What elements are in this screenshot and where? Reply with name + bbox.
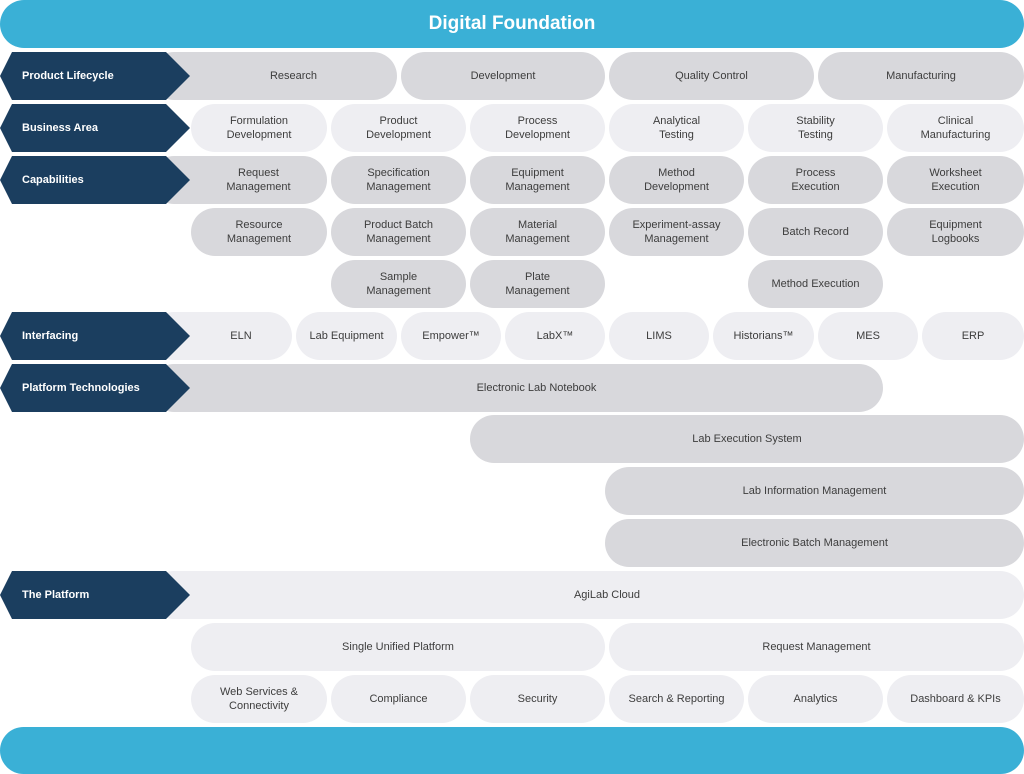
pill-process-execution: Process Execution (748, 156, 883, 204)
pill-labx: LabX™ (505, 312, 605, 360)
pill-electronic-lab-notebook: Electronic Lab Notebook (150, 364, 883, 412)
pill-experiment-assay-management: Experiment-assay Management (609, 208, 744, 256)
pill-request-management: Request Management (150, 156, 327, 204)
pill-dashboard-kpis: Dashboard & KPIs (887, 675, 1024, 723)
pill-equipment-logbooks: Equipment Logbooks (887, 208, 1024, 256)
row-label-text: Capabilities (22, 174, 84, 186)
pill-clinical-manufacturing: Clinical Manufacturing (887, 104, 1024, 152)
pill-manufacturing: Manufacturing (818, 52, 1024, 100)
footer-bar (0, 727, 1024, 774)
pill-lab-execution-system: Lab Execution System (470, 415, 1024, 463)
pill-lab-information-management: Lab Information Management (605, 467, 1024, 515)
pill-material-management: Material Management (470, 208, 605, 256)
pill-process-development: Process Development (470, 104, 605, 152)
row-label-text: Product Lifecycle (22, 70, 114, 82)
pill-stability-testing: Stability Testing (748, 104, 883, 152)
pill-analytical-testing: Analytical Testing (609, 104, 744, 152)
pill-single-unified-platform: Single Unified Platform (191, 623, 605, 671)
pill-security: Security (470, 675, 605, 723)
pill-specification-management: Specification Management (331, 156, 466, 204)
pill-quality-control: Quality Control (609, 52, 814, 100)
pill-plate-management: Plate Management (470, 260, 605, 308)
pill-product-batch-management: Product Batch Management (331, 208, 466, 256)
pill-historians: Historians™ (713, 312, 814, 360)
pill-agilab-cloud: AgiLab Cloud (150, 571, 1024, 619)
pill-formulation-development: Formulation Development (191, 104, 327, 152)
row-label-text: Business Area (22, 122, 99, 134)
pill-method-development: Method Development (609, 156, 744, 204)
pill-mes: MES (818, 312, 918, 360)
row-label-product-lifecycle: Product Lifecycle (0, 52, 190, 100)
header-bar (0, 0, 1024, 48)
row-label-text: Platform Technologies (22, 382, 140, 394)
pill-empower: Empower™ (401, 312, 501, 360)
pill-product-development: Product Development (331, 104, 466, 152)
pill-development: Development (401, 52, 605, 100)
row-label-interfacing: Interfacing (0, 312, 190, 360)
pill-resource-management: Resource Management (191, 208, 327, 256)
pill-batch-record: Batch Record (748, 208, 883, 256)
pill-worksheet-execution: Worksheet Execution (887, 156, 1024, 204)
pill-equipment-management: Equipment Management (470, 156, 605, 204)
row-label-text: Interfacing (22, 330, 79, 342)
pill-electronic-batch-management: Electronic Batch Management (605, 519, 1024, 567)
pill-erp: ERP (922, 312, 1024, 360)
row-label-platform-technologies: Platform Technologies (0, 364, 190, 412)
pill-lims: LIMS (609, 312, 709, 360)
row-label-text: The Platform (22, 589, 90, 601)
pill-request-management-platform: Request Management (609, 623, 1024, 671)
row-label-capabilities: Capabilities (0, 156, 190, 204)
pill-research: Research (150, 52, 397, 100)
pill-sample-management: Sample Management (331, 260, 466, 308)
pill-web-services-connectivity: Web Services & Connectivity (191, 675, 327, 723)
pill-search-reporting: Search & Reporting (609, 675, 744, 723)
pill-analytics: Analytics (748, 675, 883, 723)
row-label-business-area: Business Area (0, 104, 190, 152)
pill-method-execution: Method Execution (748, 260, 883, 308)
page-title: Digital Foundation (428, 13, 596, 34)
pill-lab-equipment: Lab Equipment (296, 312, 397, 360)
row-label-the-platform: The Platform (0, 571, 190, 619)
pill-compliance: Compliance (331, 675, 466, 723)
